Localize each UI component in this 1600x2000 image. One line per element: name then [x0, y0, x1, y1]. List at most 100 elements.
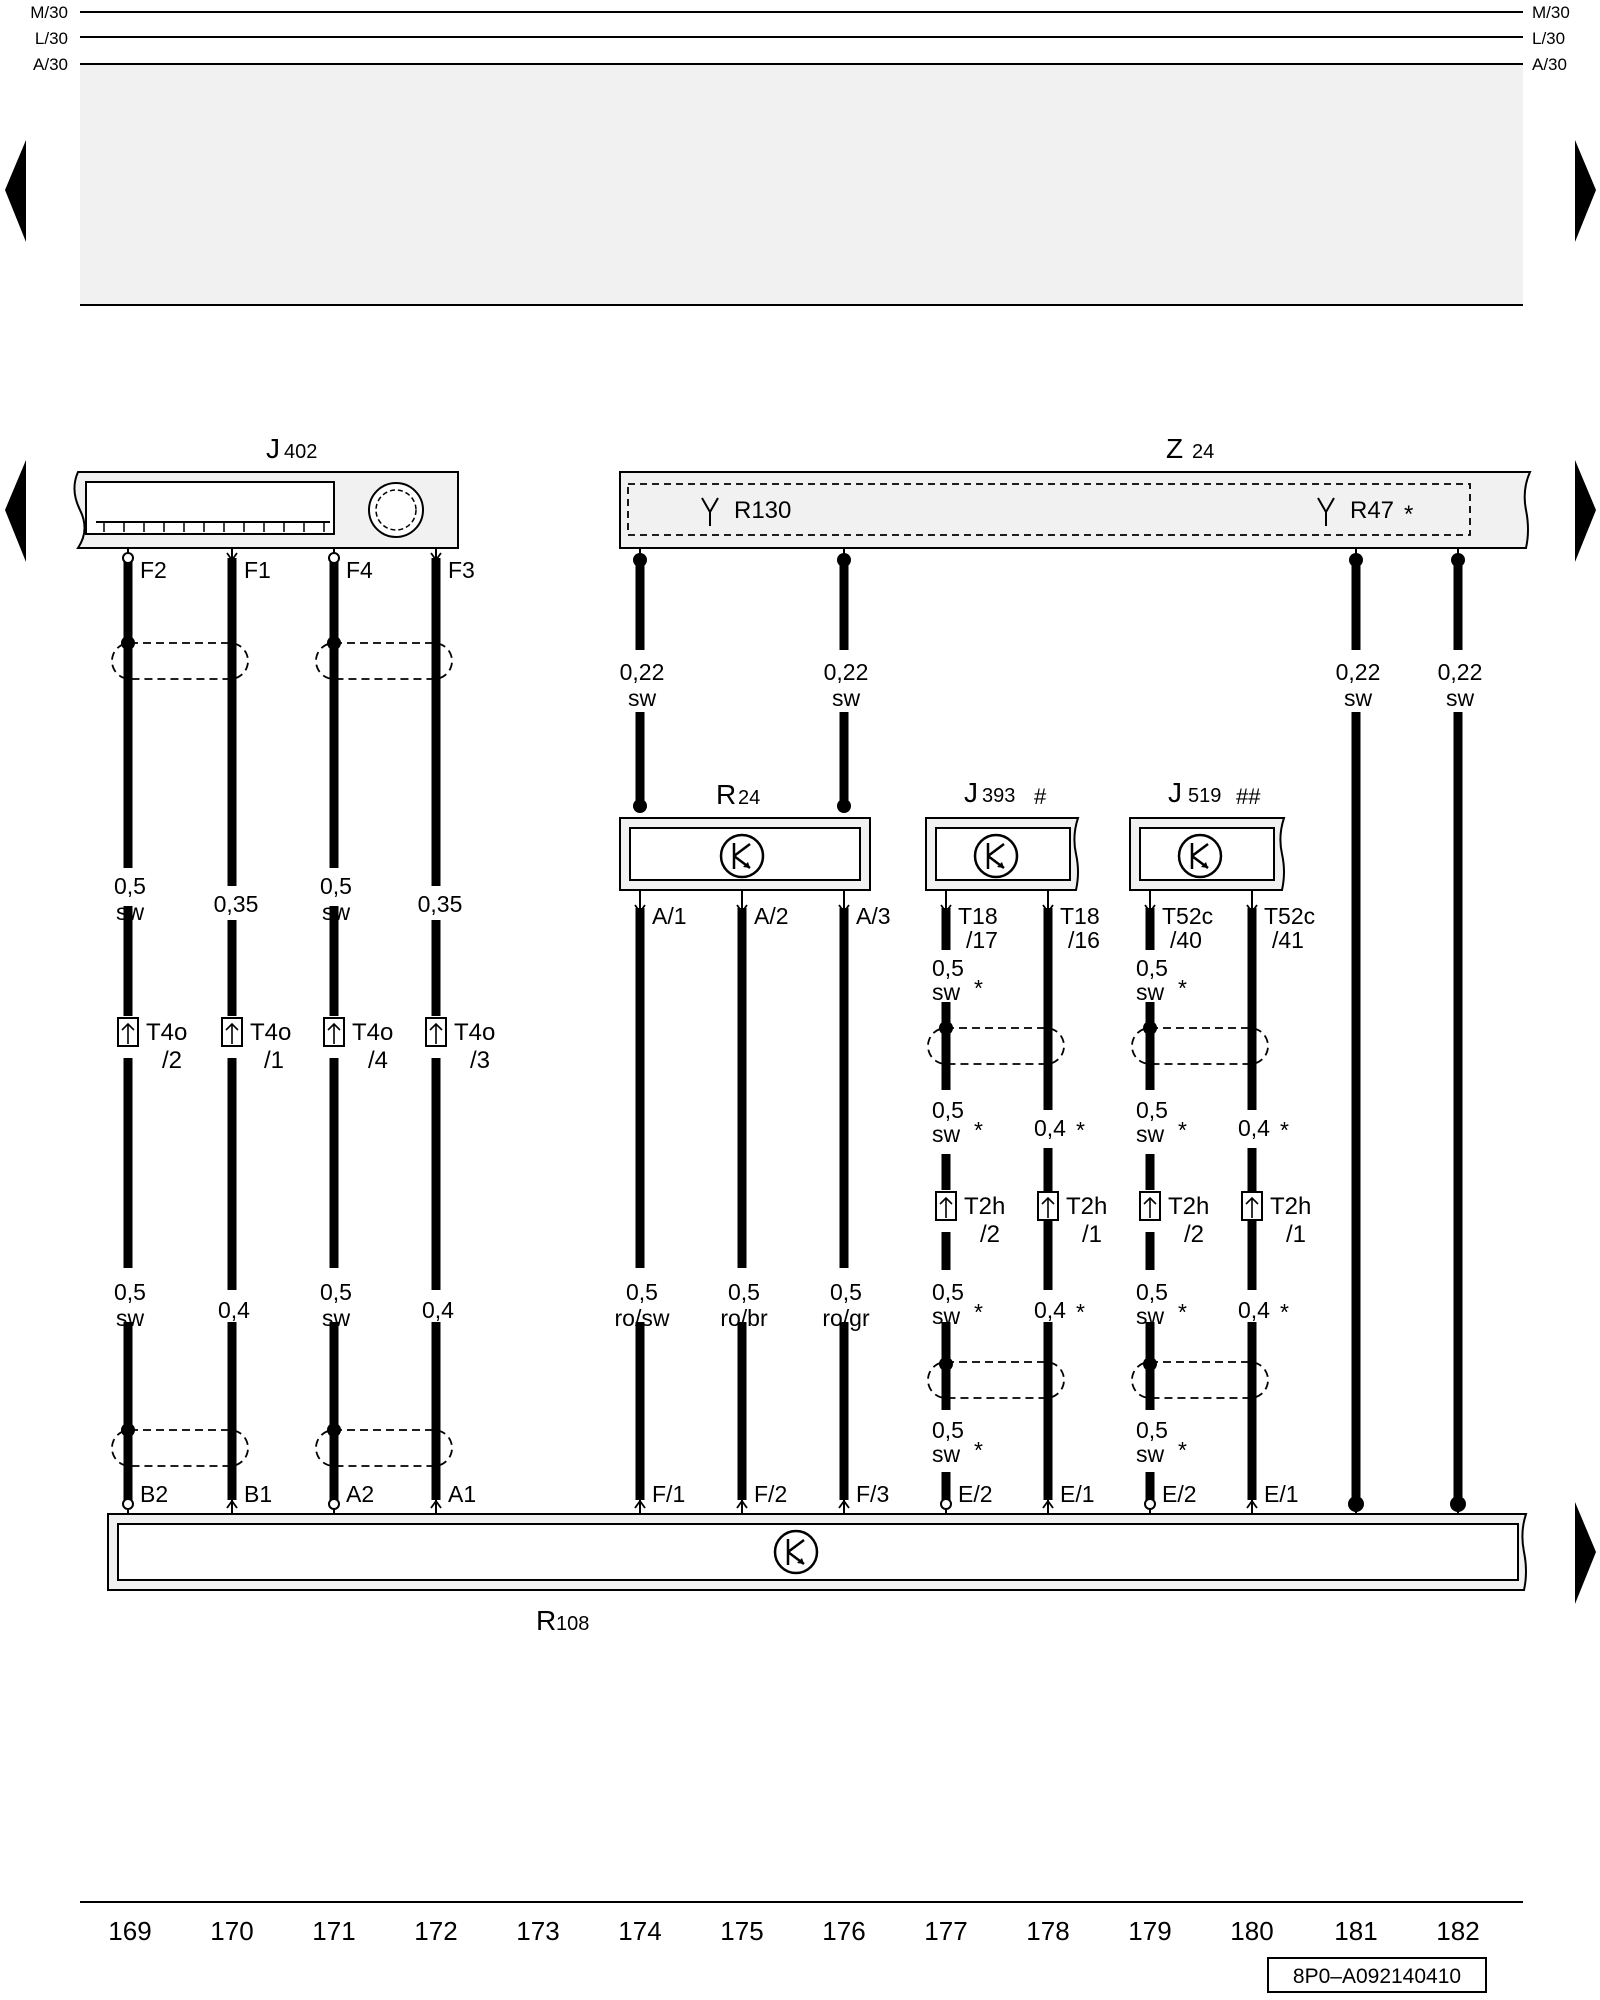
r108-letter: R [536, 1605, 556, 1636]
j393-number: 393 [982, 785, 1015, 807]
wire-color-label: sw [1136, 979, 1165, 1005]
bus-label-l30-right: L/30 [1532, 29, 1565, 48]
connector-name: T2h [1270, 1193, 1311, 1220]
wire-size-label: 0,4 [422, 1297, 454, 1323]
arrow-right-icon[interactable] [1575, 460, 1596, 562]
wire-size-label: 0,5 [320, 1279, 352, 1305]
component-j519[interactable]: J 519 ## [1129, 777, 1286, 891]
pin-label: T18 [958, 903, 998, 929]
wire-color-label: ro/gr [822, 1305, 870, 1331]
pin-label: T18 [1060, 903, 1100, 929]
connector-pin: /4 [368, 1047, 388, 1074]
pin-label: /40 [1170, 927, 1202, 953]
pin-label: A1 [448, 1481, 476, 1507]
connector-labels: T4o /2 T4o /1 T4o /4 T4o /3 T2h /2 T2h /… [146, 1019, 1311, 1248]
wires [123, 558, 1463, 1504]
pin-label: F/3 [856, 1481, 889, 1507]
column-number: 169 [108, 1916, 151, 1946]
wire-size-label: 0,22 [824, 659, 869, 685]
component-j393[interactable]: J 393 # [925, 777, 1080, 891]
wire-size-label: 0,5 [626, 1279, 658, 1305]
component-z24[interactable]: R130 R47 * Z 24 [619, 433, 1532, 549]
wire-labels: 0,22 sw 0,22 sw 0,22 sw 0,22 sw 0,5 sw 0… [114, 654, 1488, 1331]
j519-letter: J [1168, 777, 1182, 808]
wire-size-label: 0,35 [418, 891, 463, 917]
wire-size-label: 0,5 [932, 1417, 964, 1443]
wire-color-label: sw [322, 1305, 351, 1331]
column-number: 171 [312, 1916, 355, 1946]
column-number: 176 [822, 1916, 865, 1946]
connector-name: T2h [1066, 1193, 1107, 1220]
wire-mark: * [1076, 1117, 1085, 1143]
wire-color-label: sw [1136, 1121, 1165, 1147]
connector-pin: /2 [980, 1221, 1000, 1248]
wire-color-label: sw [1136, 1303, 1165, 1329]
component-r24[interactable]: R 24 [619, 779, 871, 891]
component-j402[interactable]: J 402 [73, 433, 459, 549]
wire-color-label: ro/br [720, 1305, 768, 1331]
wire-size-label: 0,4 [1238, 1115, 1270, 1141]
connector-name: T4o [250, 1019, 291, 1046]
wire-color-label: sw [1136, 1441, 1165, 1467]
wire-size-label: 0,22 [1438, 659, 1483, 685]
wire-color-label: sw [628, 685, 657, 711]
wire-size-label: 0,5 [1136, 1097, 1168, 1123]
terminal-labels: F2 F1 F4 F3 A/1 A/2 A/3 T18 /17 T18 /16 … [140, 557, 1315, 1507]
pin-label: /41 [1272, 927, 1304, 953]
connector-name: T2h [1168, 1193, 1209, 1220]
z24-letter: Z [1166, 433, 1183, 464]
wire-size-label: 0,5 [728, 1279, 760, 1305]
wire-color-label: sw [932, 1303, 961, 1329]
connector-symbols [117, 1017, 1263, 1221]
pin-label: /16 [1068, 927, 1100, 953]
column-number: 177 [924, 1916, 967, 1946]
connector-symbol-marks [121, 1022, 1259, 1218]
pin-label: F/2 [754, 1481, 787, 1507]
j393-letter: J [964, 777, 978, 808]
z24-r47-mark: * [1404, 501, 1413, 528]
component-r108[interactable]: R 108 [107, 1513, 1528, 1636]
z24-r47-label: R47 [1350, 497, 1394, 524]
shield-marks [111, 642, 1269, 1467]
wire-size-label: 0,5 [932, 955, 964, 981]
wire-mark: * [1280, 1117, 1289, 1143]
pin-label: F1 [244, 557, 271, 583]
wire-size-label: 0,5 [932, 1097, 964, 1123]
r24-letter: R [716, 779, 736, 810]
wire-color-label: sw [832, 685, 861, 711]
wire-color-label: sw [932, 979, 961, 1005]
column-number: 175 [720, 1916, 763, 1946]
wire-size-label: 0,5 [932, 1279, 964, 1305]
arrow-left-icon[interactable] [5, 460, 26, 562]
wire-color-label: sw [116, 1305, 145, 1331]
wire-color-label: sw [116, 899, 145, 925]
pin-label: T52c [1162, 903, 1213, 929]
arrow-right-icon[interactable] [1575, 140, 1596, 242]
bus-label-l30-left: L/30 [35, 29, 68, 48]
wire-mark: * [1280, 1299, 1289, 1325]
pin-label: B2 [140, 1481, 168, 1507]
connector-name: T4o [454, 1019, 495, 1046]
wire-mark: * [1076, 1299, 1085, 1325]
pin-label: T52c [1264, 903, 1315, 929]
z24-r130-label: R130 [734, 497, 791, 524]
pin-label: /17 [966, 927, 998, 953]
wire-size-label: 0,5 [1136, 1417, 1168, 1443]
connector-name: T4o [146, 1019, 187, 1046]
pin-label: F4 [346, 557, 373, 583]
bus-area: M/30 L/30 A/30 M/30 L/30 A/30 [30, 3, 1570, 306]
pin-label: F3 [448, 557, 475, 583]
arrow-left-icon[interactable] [5, 140, 26, 242]
pin-label: E/2 [958, 1481, 993, 1507]
column-number: 179 [1128, 1916, 1171, 1946]
connector-pin: /1 [1286, 1221, 1306, 1248]
wire-size-label: 0,4 [1034, 1297, 1066, 1323]
wire-color-label: sw [322, 899, 351, 925]
pin-label: F/1 [652, 1481, 685, 1507]
wire-size-label: 0,5 [114, 873, 146, 899]
connector-pin: /1 [1082, 1221, 1102, 1248]
wire-size-label: 0,22 [1336, 659, 1381, 685]
connector-pin: /3 [470, 1047, 490, 1074]
pin-circles [122, 552, 1156, 1510]
arrow-right-icon[interactable] [1575, 1502, 1596, 1604]
